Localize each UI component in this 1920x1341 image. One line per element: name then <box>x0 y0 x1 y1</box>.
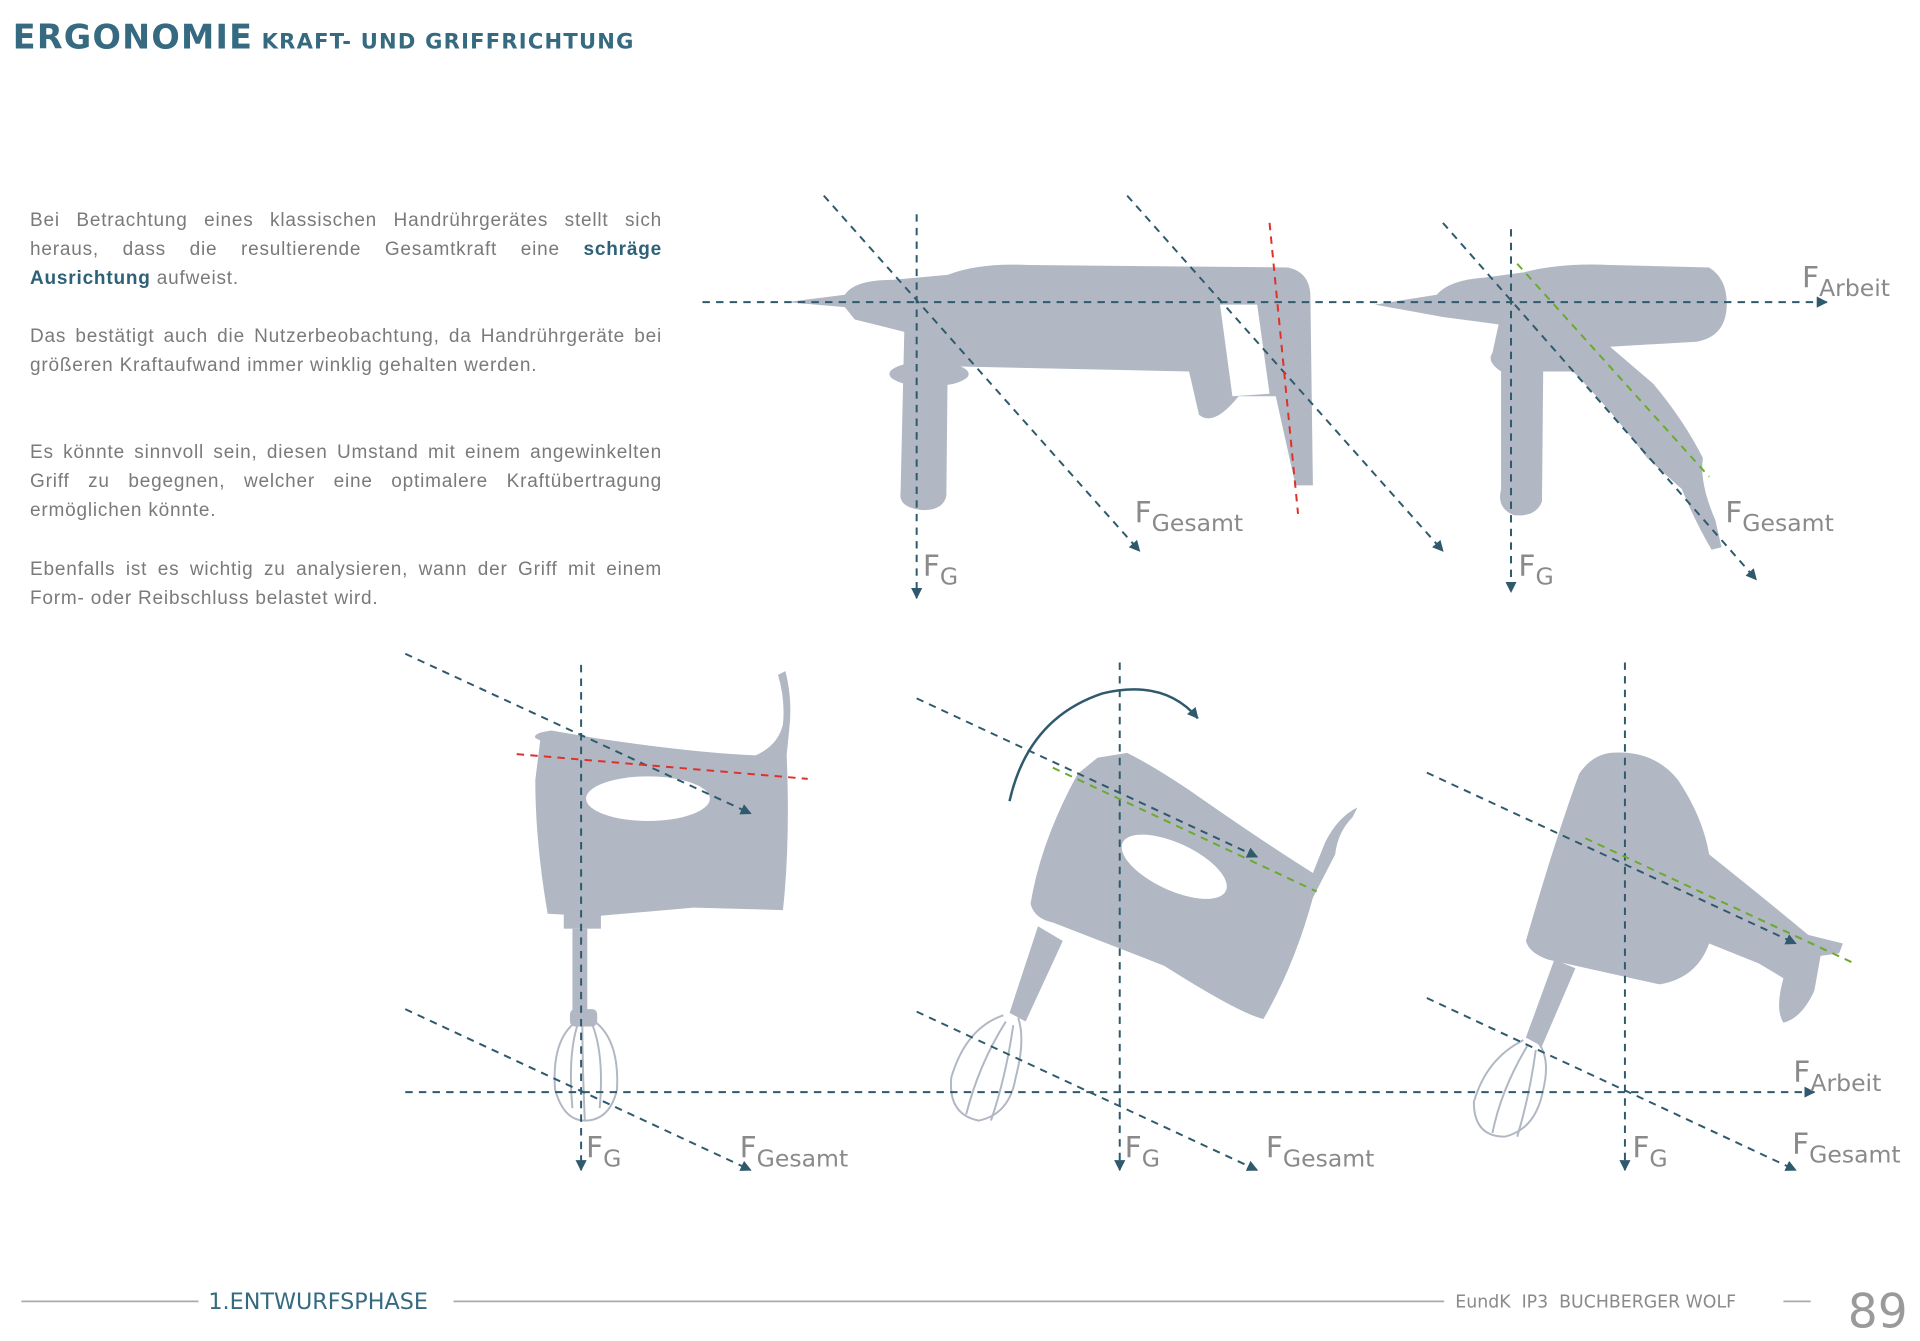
page-number: 89 <box>1848 1284 1908 1339</box>
rotation-arrow-icon <box>1008 688 1199 802</box>
page-subtitle: KRAFT- UND GRIFFRICHTUNG <box>262 28 635 53</box>
whisk-icon <box>553 1009 619 1122</box>
label-farbeit-2: FArbeit <box>1793 1055 1881 1097</box>
paragraph-analysis: Ebenfalls ist es wichtig zu analysieren,… <box>30 559 662 609</box>
label-fgesamt-5: FGesamt <box>1792 1127 1901 1169</box>
whisk-icon <box>949 1014 1023 1122</box>
mixer-angled-handle-silhouette <box>1472 752 1843 1138</box>
force-labels: FG FGesamt FG FGesamt FArbeit FG FGesamt… <box>586 260 1901 1172</box>
angled-drill-silhouette <box>1374 264 1727 550</box>
hand-mixer-upright-silhouette <box>534 671 791 1122</box>
hand-mixer-tilted-silhouette <box>949 752 1358 1122</box>
footer-credits: EundK IP3 BUCHBERGER WOLF <box>1455 1293 1736 1313</box>
label-fgesamt-2: FGesamt <box>1725 496 1834 538</box>
label-fgesamt-1: FGesamt <box>1135 496 1244 538</box>
paragraph-observation: Das bestätigt auch die Nutzerbeobachtung… <box>30 326 662 376</box>
label-fgesamt-4: FGesamt <box>1266 1131 1375 1173</box>
label-fg-3: FG <box>586 1131 621 1173</box>
intro-paragraph: Bei Betrachtung eines klassischen Handrü… <box>30 206 662 293</box>
force-lines-mixers <box>404 652 1852 1172</box>
whisk-icon <box>1472 1039 1547 1138</box>
text-run: Bei Betrachtung eines klassischen Handrü… <box>30 210 662 260</box>
footer-section: 1.ENTWURFSPHASE <box>208 1289 428 1315</box>
force-lines-drills <box>702 194 1828 600</box>
label-fg-1: FG <box>923 549 958 591</box>
text-run: aufweist. <box>150 268 239 289</box>
footer: 1.ENTWURFSPHASE EundK IP3 BUCHBERGER WOL… <box>21 1284 1908 1339</box>
page-title: ERGONOMIE <box>13 17 253 56</box>
highlight-text: schräge Ausrichtung <box>30 239 662 289</box>
hammer-drill-silhouette <box>786 264 1313 511</box>
label-fgesamt-3: FGesamt <box>740 1131 849 1173</box>
label-fg-2: FG <box>1518 549 1553 591</box>
paragraph-handle: Es könnte sinnvoll sein, diesen Umstand … <box>30 442 662 521</box>
label-fg-4: FG <box>1125 1131 1160 1173</box>
label-farbeit-1: FArbeit <box>1802 260 1890 302</box>
label-fg-5: FG <box>1632 1131 1667 1173</box>
